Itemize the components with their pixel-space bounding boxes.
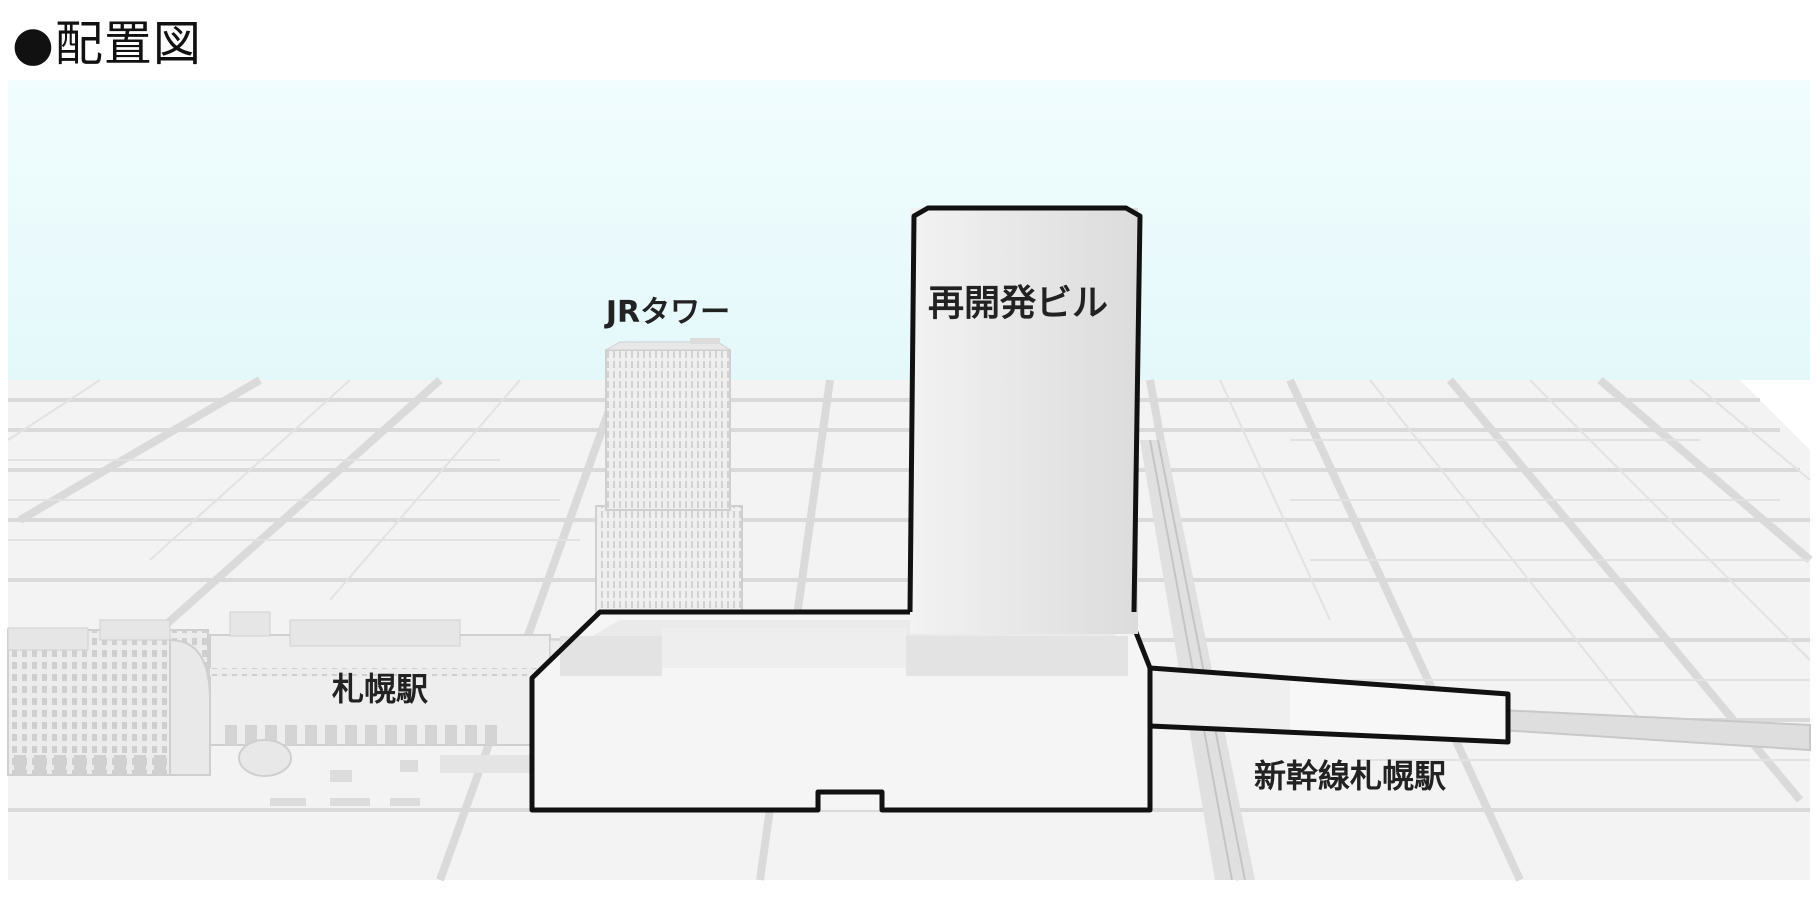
page-title: ●配置図 <box>12 16 202 72</box>
jr-tower <box>595 338 743 617</box>
shinkansen-station-label: 新幹線札幌駅 <box>1254 757 1446 795</box>
jr-tower-label: JRタワー <box>604 295 730 330</box>
sapporo-station-building <box>7 611 601 806</box>
sky <box>8 80 1810 380</box>
shinkansen-station <box>1147 665 1511 745</box>
redevelopment-building-label: 再開発ビル <box>928 283 1108 324</box>
rail-line <box>1140 439 1811 881</box>
redevelopment-building <box>529 205 1153 813</box>
sapporo-station-label: 札幌駅 <box>332 670 428 708</box>
